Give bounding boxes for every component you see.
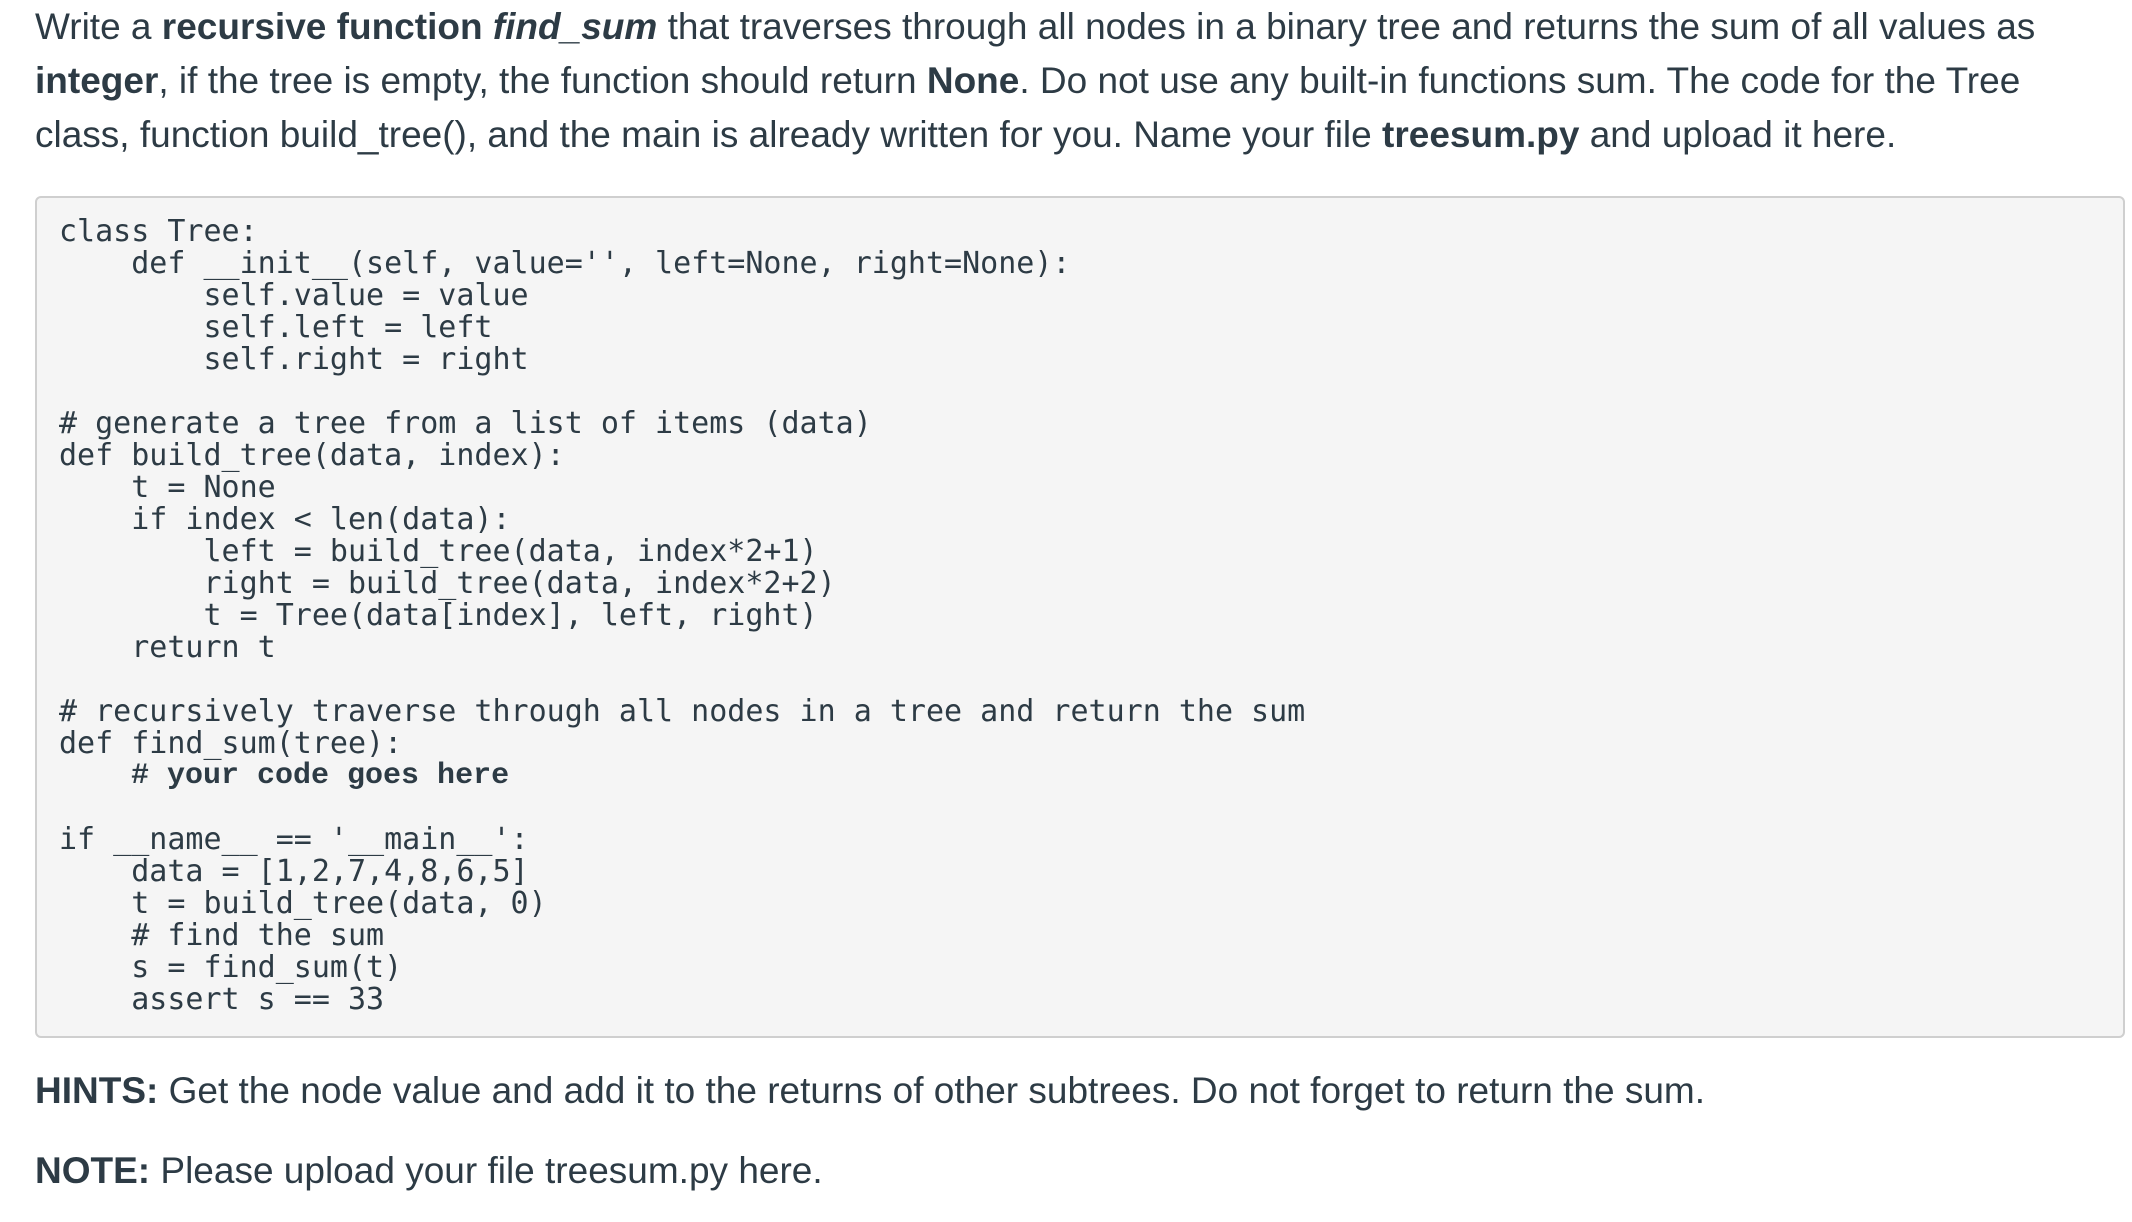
- intro-bold-filename: treesum.py: [1382, 114, 1580, 155]
- code-line: assert s == 33: [59, 982, 385, 1017]
- code-line: class Tree:: [59, 214, 258, 249]
- code-line: return t: [59, 630, 276, 665]
- assignment-content: Write a recursive function find_sum that…: [35, 0, 2125, 1198]
- note-text: Please upload your file treesum.py here.: [150, 1150, 823, 1191]
- hints-label: HINTS:: [35, 1070, 159, 1111]
- code-block: class Tree: def __init__(self, value='',…: [35, 196, 2125, 1038]
- code-blank-line: [59, 664, 2123, 696]
- intro-text: , if the tree is empty, the function sho…: [158, 60, 927, 101]
- code-line: if index < len(data):: [59, 502, 511, 537]
- code-line: t = None: [59, 470, 276, 505]
- intro-bold-none: None: [926, 60, 1020, 101]
- intro-bold-function-name: find_sum: [492, 6, 658, 47]
- code-line: # generate a tree from a list of items (…: [59, 406, 872, 441]
- note-paragraph: NOTE: Please upload your file treesum.py…: [35, 1144, 2125, 1198]
- code-line: def find_sum(tree):: [59, 726, 403, 761]
- code-line: t = build_tree(data, 0): [59, 886, 547, 921]
- code-line: t = Tree(data[index], left, right): [59, 598, 818, 633]
- hints-paragraph: HINTS: Get the node value and add it to …: [35, 1064, 2125, 1118]
- code-line: def __init__(self, value='', left=None, …: [59, 246, 1071, 281]
- code-line: self.right = right: [59, 342, 529, 377]
- intro-text: Write a: [35, 6, 162, 47]
- intro-text: and upload it here.: [1579, 114, 1897, 155]
- code-line: def build_tree(data, index):: [59, 438, 565, 473]
- hints-text: Get the node value and add it to the ret…: [158, 1070, 1706, 1111]
- intro-text: . Do not use any built-in functions sum.…: [35, 60, 2021, 155]
- code-line: right = build_tree(data, index*2+2): [59, 566, 836, 601]
- intro-bold-recursive: recursive function: [161, 6, 493, 47]
- code-line: # recursively traverse through all nodes…: [59, 694, 1306, 729]
- intro-bold-integer: integer: [35, 60, 159, 101]
- code-line: data = [1,2,7,4,8,6,5]: [59, 854, 529, 889]
- code-line: self.value = value: [59, 278, 529, 313]
- code-blank-line: [59, 792, 2123, 824]
- code-line-placeholder: # your code goes here: [59, 759, 510, 793]
- code-line: s = find_sum(t): [59, 950, 403, 985]
- code-blank-line: [59, 376, 2123, 408]
- code-line: left = build_tree(data, index*2+1): [59, 534, 818, 569]
- code-line: if __name__ == '__main__':: [59, 822, 529, 857]
- intro-text: that traverses through all nodes in a bi…: [657, 6, 2036, 47]
- code-line: # find the sum: [59, 918, 385, 953]
- assignment-description: Write a recursive function find_sum that…: [35, 0, 2125, 162]
- code-line: self.left = left: [59, 310, 493, 345]
- note-label: NOTE:: [35, 1150, 151, 1191]
